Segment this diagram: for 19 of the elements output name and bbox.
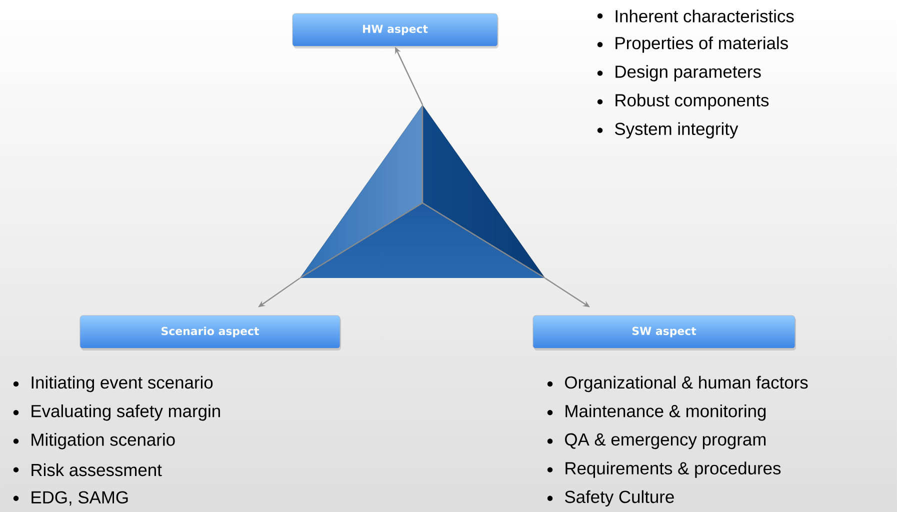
list-item: Design parameters [597,65,761,82]
list-item: Mitigation scenario [13,433,175,450]
aspect-box: HW aspect [292,13,498,48]
list-item: Safety Culture [547,490,674,507]
aspect-box: Scenario aspect [80,315,341,350]
list-item: Evaluating safety margin [13,404,220,421]
aspect-box: SW aspect [532,315,796,350]
list-item: Maintenance & monitoring [547,404,766,421]
pyramid-drawing [299,104,546,279]
list-item: Risk assessment [13,463,162,476]
list-item: Robust components [597,94,769,110]
list-item: QA & emergency program [547,433,766,450]
list-item: Initiating event scenario [13,376,213,392]
list-item: Organizational & human factors [547,376,808,392]
list-item: Properties of materials [597,36,788,53]
list-item: Inherent characteristics [597,10,794,22]
list-item: Requirements & procedures [547,462,781,478]
list-item: System integrity [597,122,738,139]
list-item: EDG, SAMG [13,491,128,506]
